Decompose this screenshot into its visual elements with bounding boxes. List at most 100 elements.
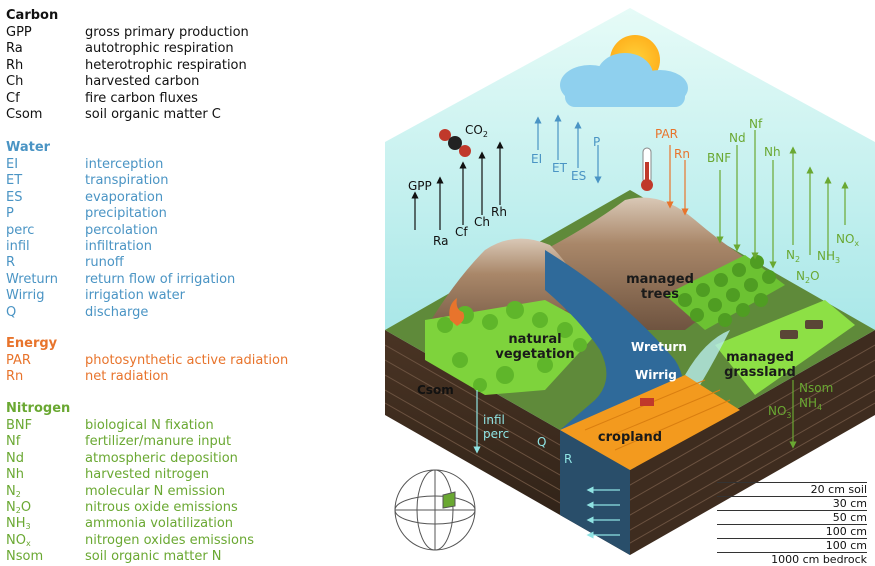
legend-nitrogen-title: Nitrogen [6,401,71,416]
fire-icon [449,298,465,326]
legend-abbr: R [6,255,16,271]
legend-desc: heterotrophic respiration [85,57,247,73]
legend-desc: soil organic matter C [85,107,221,122]
label-ch: Ch [474,215,490,229]
soil-layer-label: 50 cm [717,510,867,524]
label-infil: infil [483,413,505,427]
legend-abbr: Nsom [6,549,44,565]
label-wreturn: Wreturn [631,340,687,354]
legend-abbr: ET [6,173,23,189]
label-perc: perc [483,427,510,441]
legend-abbr: NOx [6,532,31,548]
legend-carbon-title: Carbon [6,8,59,23]
label-cf: Cf [455,225,468,239]
irrigation-spray [685,330,730,385]
label-wirrig: Wirrig [635,368,677,382]
legend-row: NOx nitrogen oxides emissions [6,533,336,550]
legend-abbr: Cf [6,90,20,106]
legend-abbr: N2 [6,483,21,499]
co2-molecule-icon [439,129,471,157]
legend-desc: percolation [85,222,158,238]
legend-row: N2 molecular N emission [6,484,336,501]
legend-desc: harvested nitrogen [85,467,209,483]
cropland-patch [560,375,740,470]
legend-abbr: infil [6,239,30,254]
label-nf: Nf [749,117,763,131]
soil-layer-label: 30 cm [717,496,867,510]
soil-layer-label: 100 cm [717,524,867,538]
legend-abbr: GPP [6,25,32,40]
legend-row: Cf fire carbon fluxes [6,91,336,108]
label-es: ES [571,169,587,183]
label-nh: Nh [764,145,781,159]
legend-row: infil infiltration [6,239,336,256]
legend-abbr: Ra [6,41,23,57]
legend-desc: molecular N emission [85,483,226,499]
legend-desc: irrigation water [85,288,185,304]
legend-desc: nitrogen oxides emissions [85,532,254,548]
label-bnf: BNF [707,151,732,165]
legend-desc: soil organic matter N [85,549,222,565]
river-cut [560,430,630,555]
globe-icon [394,469,476,551]
label-n2: N2 [786,248,801,264]
soil-layer-label: 1000 cm bedrock [717,552,867,566]
label-nsom: Nsom [799,381,834,395]
legend-abbr: Ch [6,74,24,90]
water-arrows [534,114,602,184]
label-r: R [564,452,573,466]
legend-abbr: perc [6,222,35,238]
legend-abbr: Rh [6,57,24,73]
legend-desc: gross primary production [85,25,249,40]
legend-desc: precipitation [85,206,167,222]
legend-desc: evaporation [85,189,164,205]
area-managed-grassland: managed grassland [724,350,796,380]
label-et: ET [552,161,567,175]
legend-desc: biological N fixation [85,418,214,433]
legend-desc: photosynthetic active radiation [85,353,289,368]
legend-row: GPP gross primary production [6,25,336,42]
label-par: PAR [655,127,679,141]
legend-desc: discharge [85,304,149,320]
label-nox: NOx [836,232,860,248]
diagram-illustration [385,8,875,555]
legend-desc: runoff [85,255,124,271]
label-no3: NO3 [768,404,792,420]
label-q: Q [537,435,547,449]
label-p: P [593,135,601,149]
legend-abbr: PAR [6,353,31,368]
legend-abbr: Wirrig [6,288,45,304]
legend-desc: harvested carbon [85,74,200,90]
thermometer-icon [641,147,653,191]
label-nd: Nd [729,131,746,145]
legend-desc: interception [85,157,164,172]
label-rh: Rh [491,205,507,219]
legend-abbr: P [6,206,14,222]
carbon-arrows [411,141,504,230]
legend-desc: net radiation [85,369,169,385]
label-nh4: NH4 [799,396,823,412]
cloud-icon [560,53,688,107]
legend-row: EI interception [6,157,336,174]
legend-water-title: Water [6,140,51,155]
tractor-icon [640,398,654,406]
label-ei: EI [531,152,543,166]
legend-row: PAR photosynthetic active radiation [6,353,336,370]
legend-row: Wirrig irrigation water [6,288,336,305]
natural-vegetation-patch [425,300,600,395]
land-surface-diagram: GPP Ra Cf Ch Rh CO2 EI ET ES P PAR Rn BN… [385,0,875,566]
legend-desc: fire carbon fluxes [85,90,198,106]
legend-desc: infiltration [85,239,152,254]
legend-abbr: Csom [6,107,43,122]
legend-row: perc percolation [6,223,336,240]
legend-abbr: EI [6,157,19,172]
area-natural-vegetation: natural vegetation [495,332,575,362]
